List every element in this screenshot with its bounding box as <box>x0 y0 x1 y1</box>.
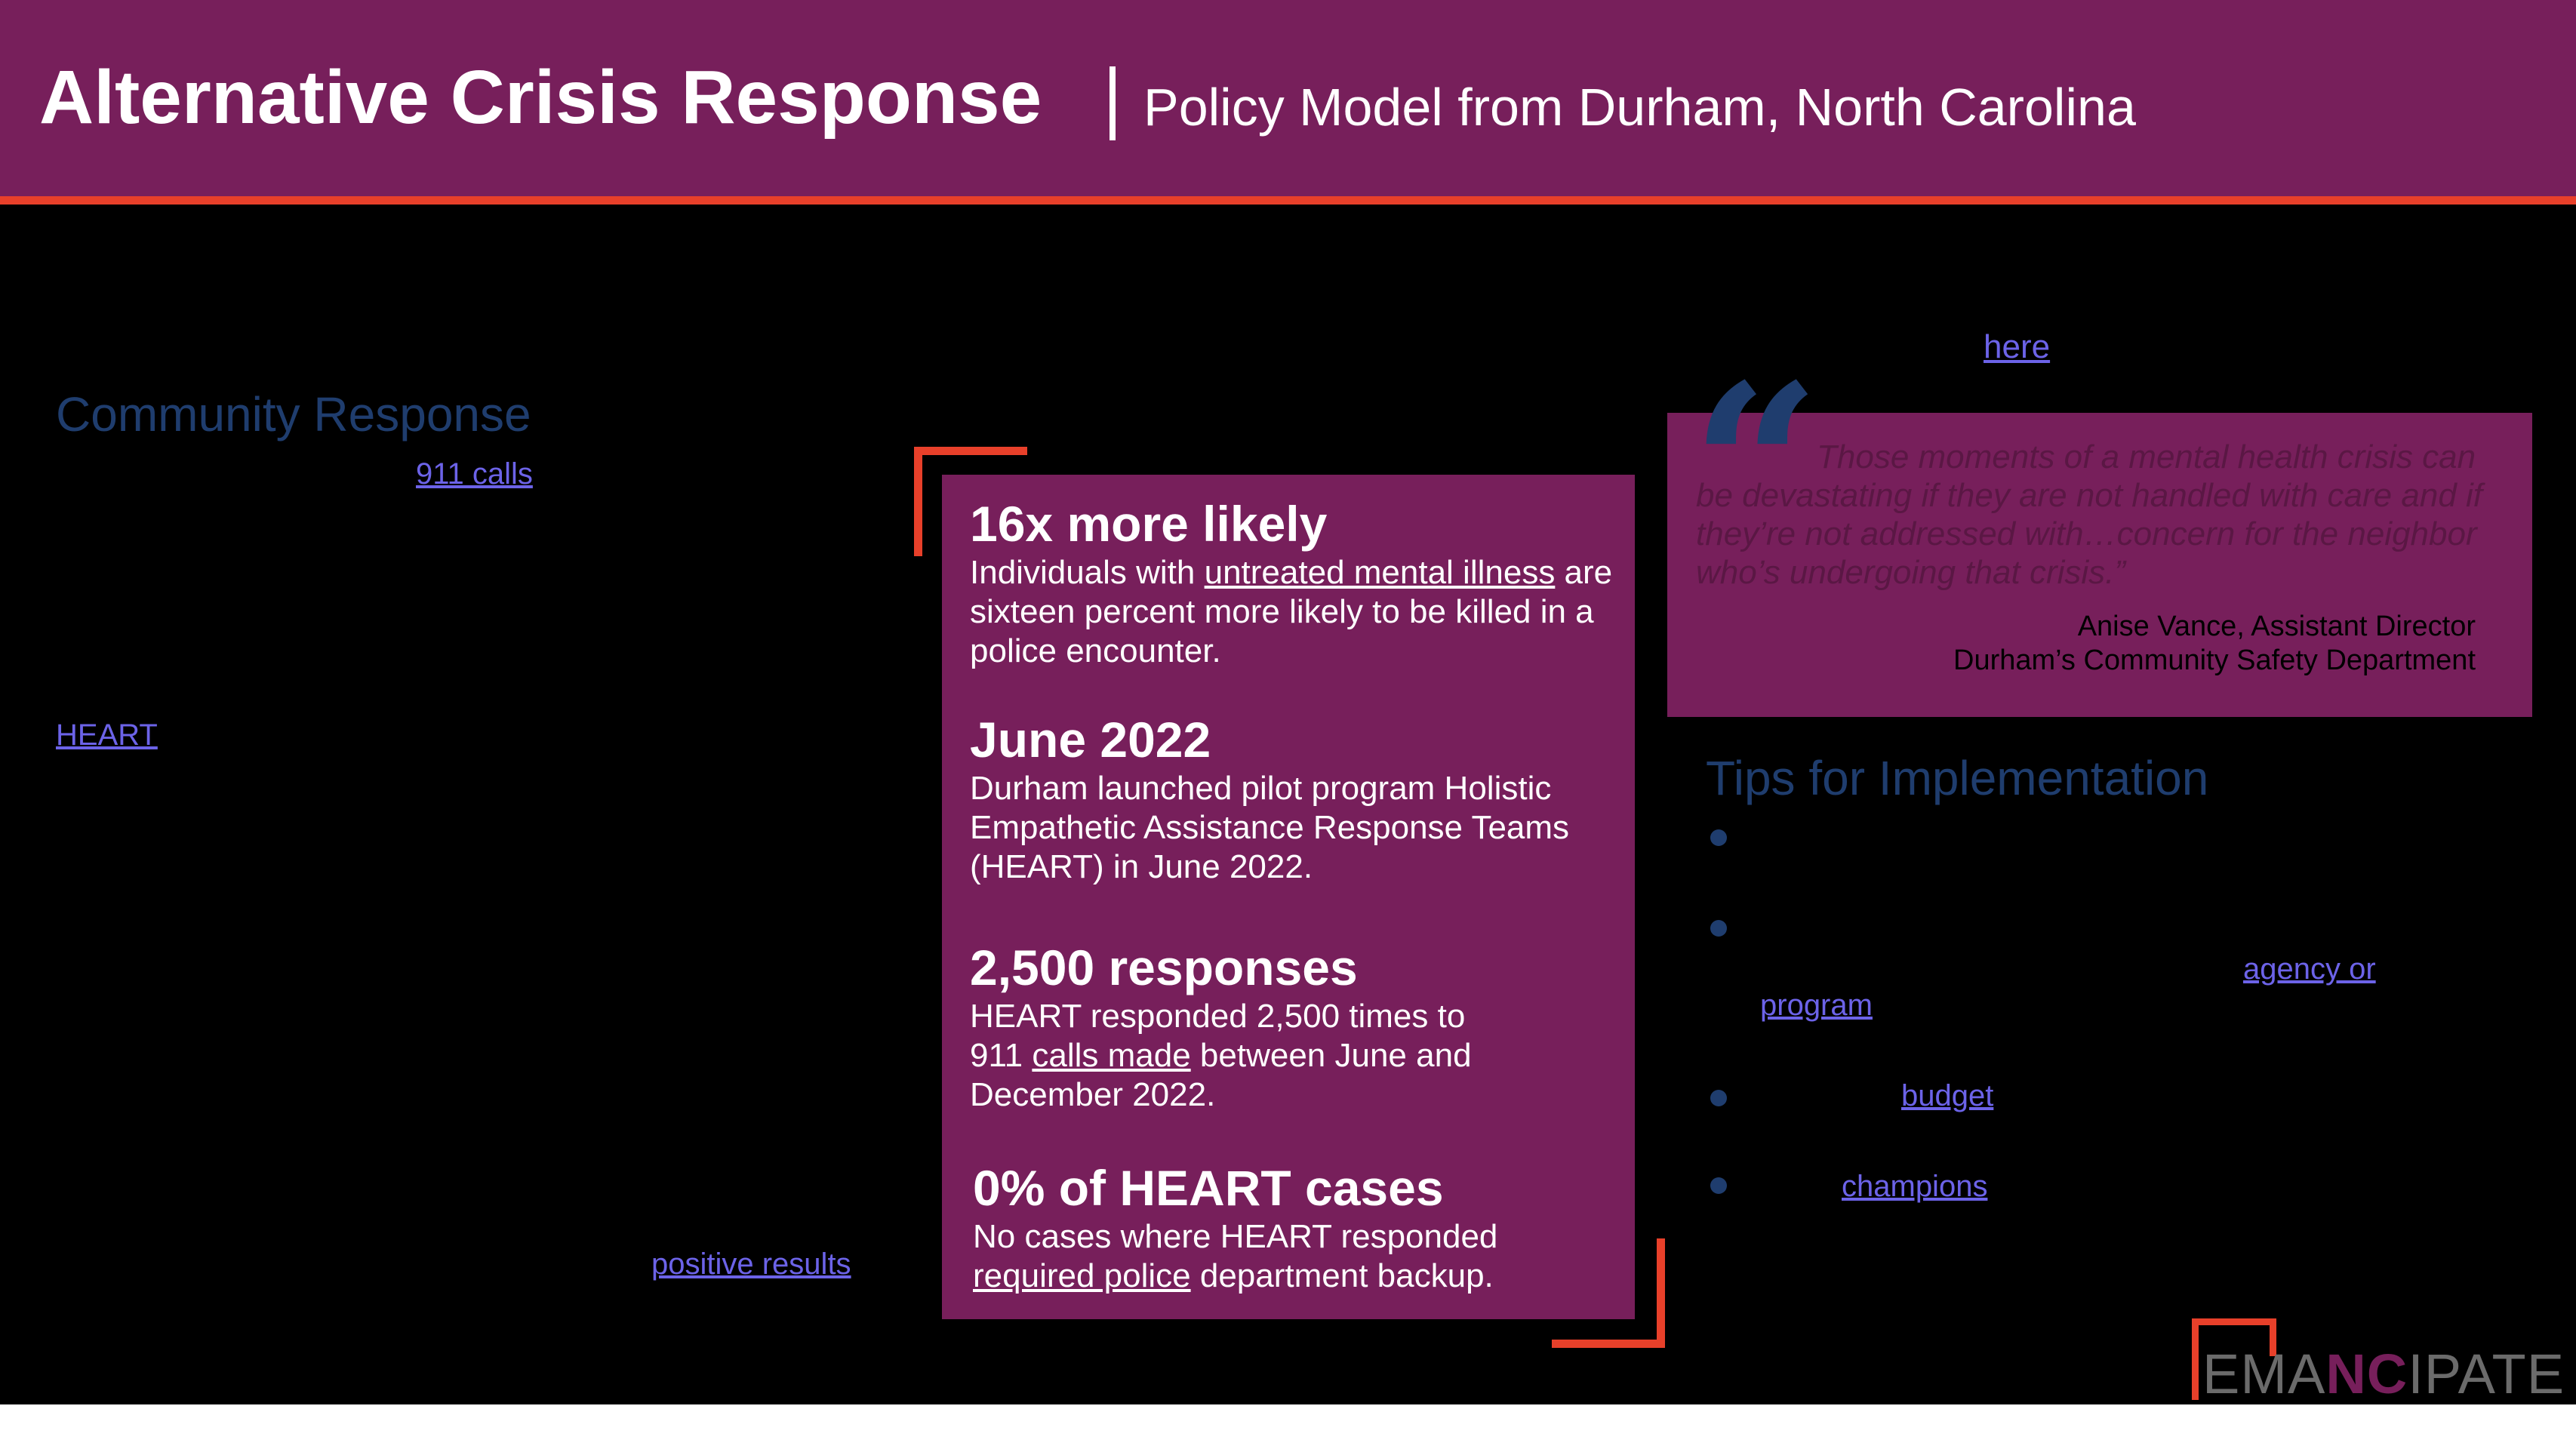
link-program[interactable]: program <box>1760 989 1873 1022</box>
bracket-bottom-vertical <box>1657 1238 1665 1348</box>
link-911-calls[interactable]: 911 calls <box>416 457 533 491</box>
header-bar <box>0 0 2576 196</box>
quote-author: Anise Vance, Assistant Director <box>2077 611 2476 642</box>
quote-text: Those moments of a mental health crisis … <box>1696 438 2483 591</box>
link-positive-results[interactable]: positive results <box>651 1247 851 1281</box>
stat-heading: 16x more likely <box>970 496 1328 552</box>
stat-heading: June 2022 <box>970 712 1211 768</box>
bracket-bottom-horizontal <box>1552 1340 1665 1348</box>
slide: Alternative Crisis Response Policy Model… <box>0 0 2576 1404</box>
quote-attribution: Anise Vance, Assistant Director Durham’s… <box>1953 610 2476 678</box>
link-here[interactable]: here <box>1984 328 2051 365</box>
stat-item: June 2022 Durham launched pilot program … <box>970 712 1619 887</box>
stat-body: HEART responded 2,500 times to 911 calls… <box>970 997 1472 1113</box>
bracket-top-vertical <box>914 447 922 556</box>
quote-organization: Durham’s Community Safety Department <box>1953 645 2476 676</box>
quote-panel <box>1667 413 2532 717</box>
bracket-top-horizontal <box>914 447 1027 455</box>
stat-item: 0% of HEART cases No cases where HEART r… <box>973 1160 1622 1296</box>
logo-frame-top <box>2192 1318 2276 1325</box>
link-heart[interactable]: HEART <box>56 718 158 752</box>
link-budget[interactable]: budget <box>1901 1079 1994 1112</box>
page-subtitle: Policy Model from Durham, North Carolina <box>1143 78 2136 137</box>
stat-body: Individuals with untreated mental illnes… <box>970 553 1613 669</box>
bullet-icon <box>1710 829 1727 846</box>
header-accent-line <box>0 196 2576 205</box>
tips-heading: Tips for Implementation <box>1706 751 2209 805</box>
logo-frame-left <box>2192 1318 2199 1400</box>
link-champions[interactable]: champions <box>1842 1170 1988 1203</box>
stat-item: 16x more likely Individuals with untreat… <box>970 496 1619 671</box>
logo-frame-right <box>2270 1318 2276 1356</box>
bullet-icon <box>1710 1090 1727 1106</box>
link-agency-or[interactable]: agency or <box>2243 952 2376 986</box>
bullet-icon <box>1710 920 1727 937</box>
page-title: Alternative Crisis Response <box>39 55 1042 140</box>
stat-body: No cases where HEART responded required … <box>973 1217 1498 1294</box>
stats-panel <box>942 475 1635 1319</box>
bullet-icon <box>1710 1177 1727 1194</box>
stat-heading: 2,500 responses <box>970 940 1358 995</box>
stat-item: 2,500 responses HEART responded 2,500 ti… <box>970 940 1619 1115</box>
community-response-heading: Community Response <box>56 387 531 441</box>
emancipate-logo: EMANCIPATE <box>2202 1343 2565 1404</box>
title-divider <box>1109 66 1116 140</box>
stat-heading: 0% of HEART cases <box>973 1160 1444 1216</box>
quote-mark-icon: “ <box>1691 334 1821 601</box>
stat-body: Durham launched pilot program Holistic E… <box>970 769 1570 885</box>
